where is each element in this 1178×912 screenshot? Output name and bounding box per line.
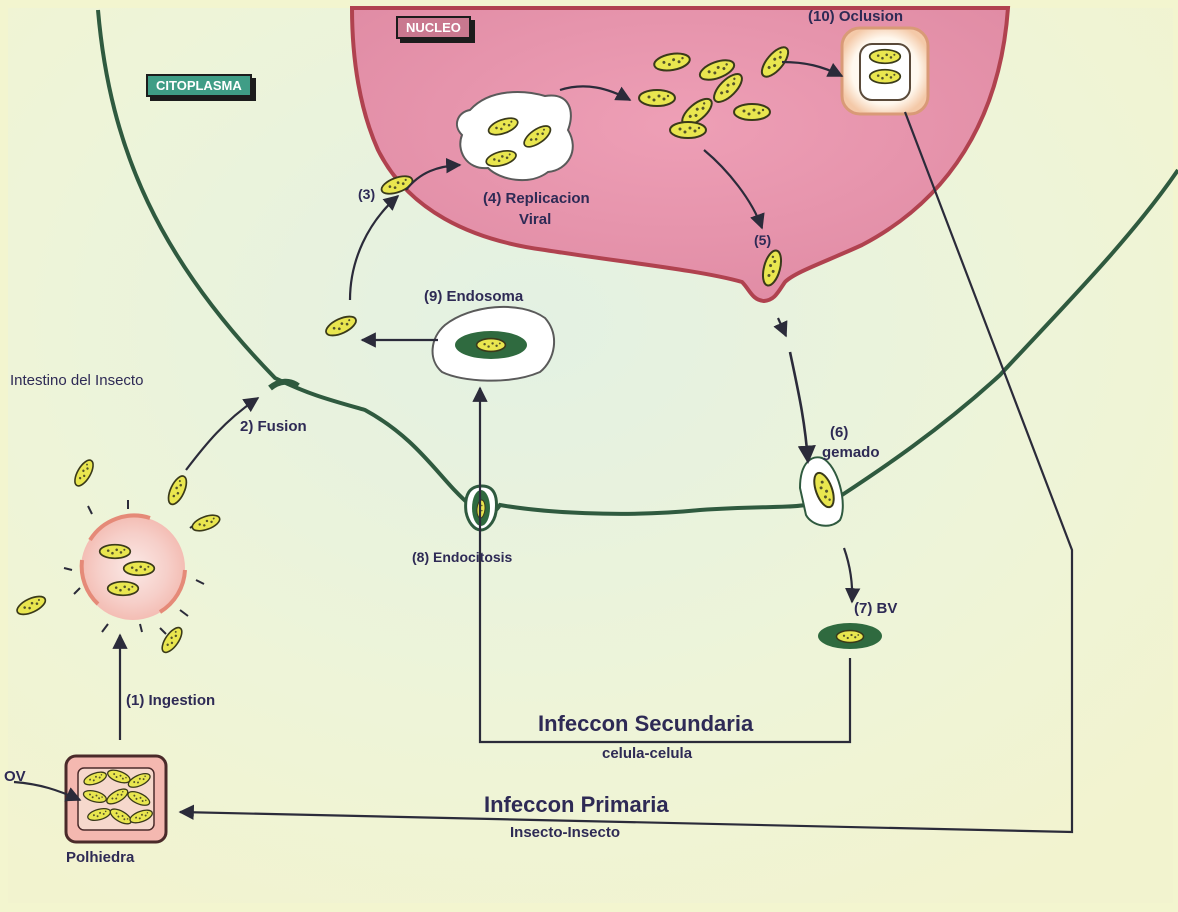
nucleus-tag: NUCLEO [396,16,471,39]
primary-infection-title: Infeccon Primaria [484,792,669,818]
step5-label: (5) [754,232,771,248]
ov-label: OV [4,768,26,785]
occlusion-body [842,28,928,114]
replication-label-1: (4) Replicacion [483,190,590,207]
primary-infection-subtitle: Insecto-Insecto [510,824,620,841]
replication-vesicle [457,92,573,180]
step3-label: (3) [358,186,375,202]
occlusion-label: (10) Oclusion [808,8,903,25]
budding-number-label: (6) [830,424,848,441]
budded-virus [818,623,882,649]
endocytosis-label: (8) Endocitosis [412,549,512,565]
polyhedra-label: Polhiedra [66,849,134,866]
gut-label: Intestino del Insecto [10,372,143,389]
secondary-infection-subtitle: celula-celula [602,745,692,762]
endosome-label: (9) Endosoma [424,288,523,305]
replication-label-2: Viral [519,211,551,228]
secondary-infection-title: Infeccon Secundaria [538,711,753,737]
polyhedra [66,756,166,842]
cytoplasm-tag: CITOPLASMA [146,74,252,97]
ingestion-label: (1) Ingestion [126,692,215,709]
budding-label: gemado [822,444,880,461]
bv-label: (7) BV [854,600,897,617]
fusion-label: 2) Fusion [240,418,307,435]
